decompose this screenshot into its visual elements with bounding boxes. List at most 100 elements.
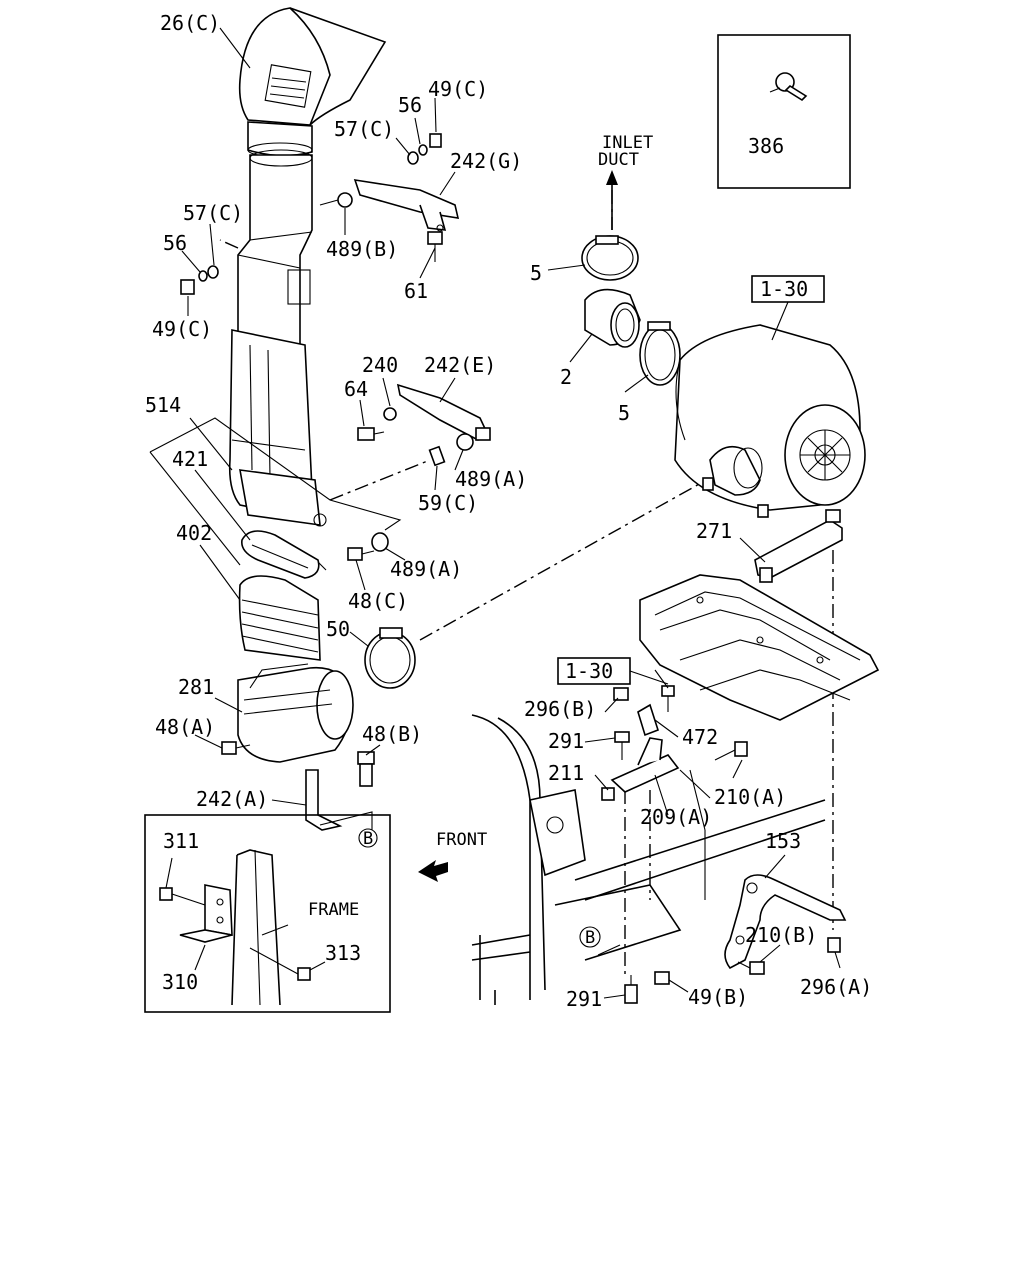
nut-211 [601, 787, 615, 801]
bolt-291-bottom [624, 975, 638, 1004]
pin-59c [428, 445, 446, 467]
bracket-153 [724, 874, 847, 970]
bolt-210a [714, 741, 748, 761]
label-49b: 49(B) [688, 985, 748, 1009]
clamp-50 [364, 627, 416, 689]
label-242e: 242(E) [424, 353, 496, 377]
label-59c: 59(C) [418, 491, 478, 515]
inset-frame [144, 814, 391, 1013]
bracket-514b [149, 451, 241, 566]
label-5-bottom: 5 [618, 401, 630, 425]
nut-296b [613, 687, 629, 701]
label-inlet: INLET [602, 133, 653, 153]
inlet-arrow [606, 170, 618, 230]
bracket-242a-b [319, 811, 373, 830]
clamp-5-top [581, 235, 639, 281]
label-5-top: 5 [530, 261, 542, 285]
label-310: 310 [162, 970, 198, 994]
bolt-64 [357, 427, 385, 441]
centerline-2 [329, 459, 431, 501]
bolt-291-top [614, 731, 630, 760]
ref-box-1-30-top [751, 275, 825, 303]
snorkel-cap-26c [238, 7, 387, 126]
bracket-472 [637, 703, 659, 737]
label-front: FRONT [436, 830, 487, 850]
label-49c-left: 49(C) [152, 317, 212, 341]
label-291-bottom: 291 [566, 987, 602, 1011]
snorkel-pipe [237, 149, 313, 362]
elbow-281 [237, 663, 354, 763]
label-472: 472 [682, 725, 718, 749]
centerline-1 [219, 239, 239, 249]
label-duct: DUCT [598, 150, 639, 170]
label-211: 211 [548, 761, 584, 785]
label-421: 421 [172, 447, 208, 471]
label-489b: 489(B) [326, 237, 398, 261]
label-b-circle-right: B [585, 928, 595, 948]
nut-49b [654, 971, 670, 985]
washers-left [180, 265, 219, 295]
front-arrow [418, 860, 448, 882]
bolt-near-1-30 [661, 685, 675, 712]
label-242g: 242(G) [450, 149, 522, 173]
washers-top [407, 133, 442, 165]
label-1-30-mid: 1-30 [565, 659, 613, 683]
clamp-421 [241, 530, 327, 579]
label-56-left: 56 [163, 231, 187, 255]
label-57c-left: 57(C) [183, 201, 243, 225]
clamp-5-bottom [639, 321, 681, 386]
washer-240 [383, 407, 397, 421]
label-489a-top: 489(A) [455, 467, 527, 491]
bracket-242e [396, 383, 491, 441]
air-cleaner-body [674, 324, 866, 518]
label-240: 240 [362, 353, 398, 377]
nut-489a-bottom [371, 532, 389, 552]
ref-b-circle-right [579, 926, 601, 948]
leader-lines-right [547, 264, 841, 999]
label-296a: 296(A) [800, 975, 872, 999]
nut-489b [319, 192, 353, 208]
label-489a-bottom: 489(A) [390, 557, 462, 581]
label-61: 61 [404, 279, 428, 303]
label-64: 64 [344, 377, 368, 401]
label-271: 271 [696, 519, 732, 543]
ref-box-1-30-leader [629, 670, 669, 685]
bracket-514 [149, 417, 402, 531]
label-b-circle-left: B [363, 829, 373, 849]
label-210a: 210(A) [714, 785, 786, 809]
label-2: 2 [560, 365, 572, 389]
label-386: 386 [748, 134, 784, 158]
mounting-plate [639, 574, 880, 721]
label-frame: FRAME [308, 900, 359, 920]
label-57c-top: 57(C) [334, 117, 394, 141]
bracket-271 [754, 509, 843, 583]
label-48b: 48(B) [362, 722, 422, 746]
leader-lines [181, 27, 464, 806]
label-209a: 209(A) [640, 805, 712, 829]
label-313: 313 [325, 941, 361, 965]
inlet-duct-2 [584, 288, 641, 348]
bolt-61 [427, 231, 443, 262]
inset-386 [717, 34, 851, 189]
label-291-top: 291 [548, 729, 584, 753]
bolt-48b [357, 751, 375, 787]
intake-duct-body [228, 329, 327, 527]
label-56-top: 56 [398, 93, 422, 117]
label-48c: 48(C) [348, 589, 408, 613]
label-296b: 296(B) [524, 697, 596, 721]
centerline-3 [419, 477, 711, 641]
ref-b-circle-left [358, 828, 378, 848]
label-242a: 242(A) [196, 787, 268, 811]
ref-b-leader [597, 944, 621, 956]
nut-296a [827, 937, 841, 953]
nut-489a-top [456, 433, 474, 451]
label-26c: 26(C) [160, 11, 220, 35]
label-514: 514 [145, 393, 181, 417]
label-402: 402 [176, 521, 212, 545]
bracket-209a [610, 737, 680, 793]
label-50: 50 [326, 617, 350, 641]
bolt-48c [347, 547, 375, 561]
label-311: 311 [163, 829, 199, 853]
label-1-30-top: 1-30 [760, 277, 808, 301]
